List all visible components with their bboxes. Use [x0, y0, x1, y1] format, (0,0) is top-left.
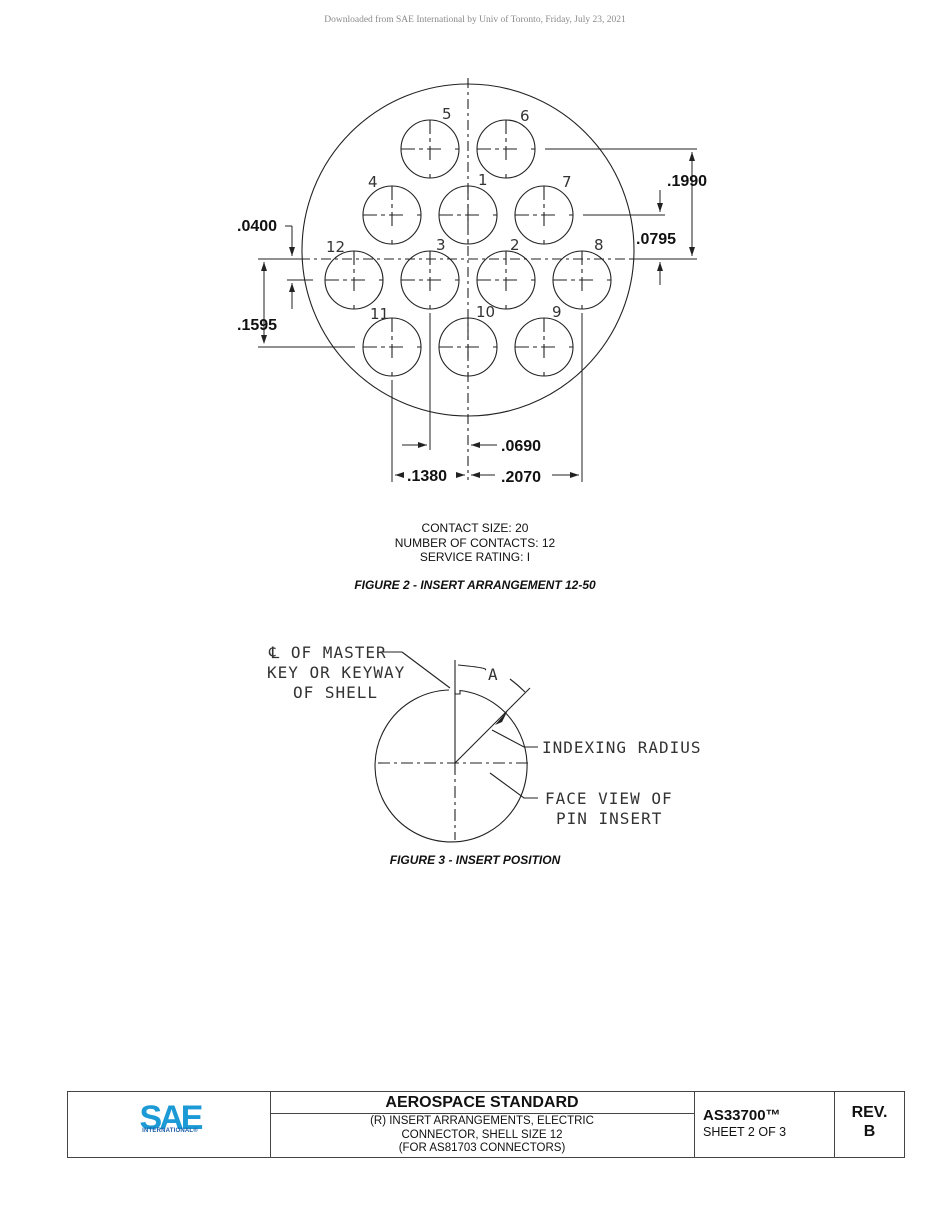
dimension-0795: .0795	[636, 231, 676, 248]
title-block: SAE INTERNATIONAL® AEROSPACE STANDARD (R…	[67, 1091, 905, 1158]
contact-info: CONTACT SIZE: 20 NUMBER OF CONTACTS: 12 …	[0, 521, 950, 565]
title-cell: AEROSPACE STANDARD (R) INSERT ARRANGEMEN…	[270, 1092, 695, 1157]
dimension-0690: .0690	[501, 438, 541, 455]
contact-label-7: 7	[562, 173, 572, 191]
description-line-3: (FOR AS81703 CONNECTORS)	[398, 1142, 566, 1154]
contact-label-9: 9	[552, 303, 562, 321]
revision-label: REV.	[851, 1104, 888, 1121]
master-key-label-3: OF SHELL	[293, 683, 378, 702]
master-key-label-1: ℄ OF MASTER	[268, 643, 387, 662]
contact-label-5: 5	[442, 105, 452, 123]
dimension-2070: .2070	[501, 469, 541, 486]
figure-3-insert-position-drawing: ℄ OF MASTER KEY OR KEYWAY OF SHELL A IND…	[267, 643, 702, 843]
sae-logo-icon: SAE	[140, 1102, 204, 1130]
face-view-label-2: PIN INSERT	[556, 809, 662, 828]
document-number: AS33700™	[703, 1107, 781, 1124]
sheet-number: SHEET 2 OF 3	[703, 1125, 787, 1139]
master-key-label-2: KEY OR KEYWAY	[267, 663, 405, 682]
contact-label-3: 3	[436, 236, 446, 254]
contact-size: CONTACT SIZE: 20	[421, 521, 529, 535]
dimension-1990: .1990	[667, 173, 707, 190]
dimension-1380: .1380	[407, 468, 447, 485]
standard-heading: AEROSPACE STANDARD	[270, 1092, 694, 1114]
download-watermark: Downloaded from SAE International by Uni…	[324, 15, 626, 25]
document-number-cell: AS33700™ SHEET 2 OF 3	[694, 1092, 835, 1157]
number-of-contacts: NUMBER OF CONTACTS: 12	[394, 535, 556, 550]
dimension-1595: .1595	[237, 317, 277, 334]
indexing-radius-label: INDEXING RADIUS	[542, 738, 702, 757]
service-rating: SERVICE RATING: I	[419, 550, 531, 564]
revision-value: B	[863, 1123, 876, 1140]
description-line-1: (R) INSERT ARRANGEMENTS, ELECTRIC	[370, 1115, 594, 1127]
face-view-label-1: FACE VIEW OF	[545, 789, 673, 808]
sae-logo-subtitle: INTERNATIONAL®	[142, 1128, 198, 1134]
contact-label-11: 11	[370, 305, 389, 323]
contact-label-10: 10	[476, 303, 495, 321]
figure-3-caption: FIGURE 3 - INSERT POSITION	[389, 853, 561, 867]
sae-logo-cell: SAE INTERNATIONAL®	[68, 1092, 271, 1157]
revision-cell: REV. B	[835, 1092, 904, 1157]
contact-label-1: 1	[478, 171, 488, 189]
description-line-2: CONNECTOR, SHELL SIZE 12	[401, 1128, 563, 1141]
contact-label-12: 12	[326, 238, 345, 256]
contact-label-8: 8	[594, 236, 604, 254]
contact-holes	[324, 119, 612, 377]
contact-label-6: 6	[520, 107, 530, 125]
svg-text:SAE: SAE	[140, 1102, 203, 1130]
dimension-0400: .0400	[237, 218, 277, 235]
contact-label-4: 4	[368, 173, 378, 191]
figure-2-caption: FIGURE 2 - INSERT ARRANGEMENT 12-50	[354, 578, 596, 592]
angle-a-label: A	[488, 665, 499, 684]
contact-label-2: 2	[510, 236, 520, 254]
